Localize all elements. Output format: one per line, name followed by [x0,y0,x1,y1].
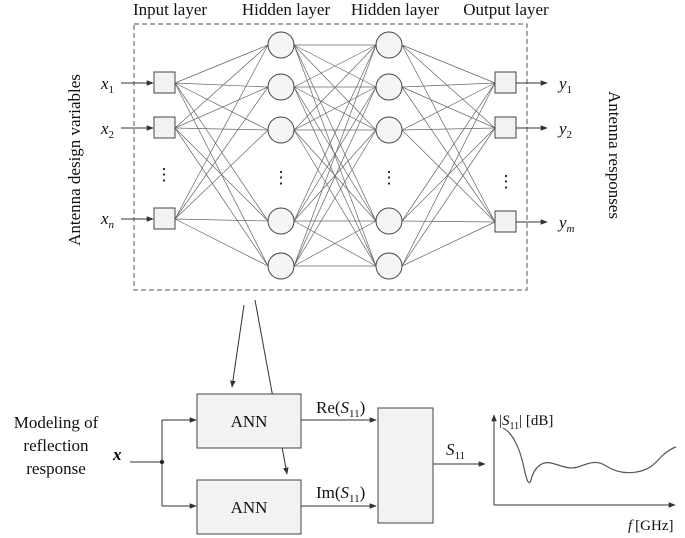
hidden-layer-1: ⋮ [267,31,295,280]
connection-line [401,82,496,131]
im-s11-label: Im(S11) [316,483,365,505]
model-side-label: Modeling of reflection response [14,413,99,478]
connection-line [401,127,496,131]
connection-line [293,44,377,131]
connection-line [293,86,377,267]
output-label-y2: y2 [557,119,572,141]
hidden1-ellipsis: ⋮ [273,168,290,187]
connection-line [401,44,496,84]
connection-line [293,86,377,222]
output-ellipsis: ⋮ [498,172,515,191]
connection-line [401,127,496,267]
connection-line [293,44,377,222]
connection-line [401,82,496,88]
output-arrows [516,80,548,225]
connection-line [174,44,269,84]
input-vector-symbol: x [112,445,122,464]
input-label-x1: x1 [100,74,114,96]
hidden-neuron [375,116,403,144]
connection-line [401,220,496,223]
hidden-neuron [375,252,403,280]
input-node [153,207,176,230]
connection-line [174,44,269,129]
ann-bottom-label: ANN [231,498,268,517]
hidden-neuron [267,252,295,280]
input-label-xn: xn [100,209,115,231]
connection-line [174,82,269,131]
hidden-neuron [267,73,295,101]
input-labels: x1 x2 xn [100,74,115,231]
connection-line [401,129,496,223]
connection-line [293,220,377,267]
connection-line [174,86,269,129]
connection-line [174,82,269,222]
output-label-ym: ym [557,213,575,235]
input-node [153,116,176,139]
input-label-x2: x2 [100,119,114,141]
output-layer: ⋮ [494,71,517,233]
connector-to-top-ann [230,304,245,388]
model-label-line-1: Modeling of [14,413,99,432]
connection-line [174,44,269,220]
hidden-layer-2-title: Hidden layer [351,0,440,19]
s11-output-label: S11 [446,440,465,462]
output-node [494,116,517,139]
hidden-layer-1-title: Hidden layer [242,0,331,19]
output-node [494,210,517,233]
connection-line [401,44,496,223]
input-split-lines [130,417,197,509]
output-labels: y1 y2 ym [557,74,575,235]
connection-line [293,86,377,131]
hidden-neuron [267,116,295,144]
model-label-line-3: response [26,459,85,478]
connection-line [174,129,269,220]
connection-line [401,82,496,222]
connection-line [174,218,269,267]
connection-line [293,129,377,222]
input-layer-title: Input layer [133,0,207,19]
neuron-connections [174,44,496,267]
input-arrows [121,80,154,222]
connection-line [174,86,269,220]
ann-block-bottom [196,479,302,535]
connection-line [174,127,269,131]
network-frame [133,23,528,291]
layer-titles: Input layer Hidden layer Hidden layer Ou… [133,0,549,19]
connection-line [401,82,496,267]
antenna-responses-label: Antenna responses [605,91,624,219]
combiner-block [377,407,434,524]
s11-curve [502,427,677,484]
output-layer-title: Output layer [463,0,549,19]
connection-line [401,86,496,129]
connection-line [401,221,496,267]
hidden-neuron [375,31,403,59]
connection-line [293,44,377,88]
plot-x-label: f[GHz] [628,518,674,534]
connection-line [174,218,269,222]
design-variables-label: Antenna design variables [65,74,84,246]
ann-block-top [196,393,302,449]
input-layer: ⋮ [153,71,176,230]
hidden2-ellipsis: ⋮ [381,168,398,187]
s11-plot: |S11| [dB] f[GHz] [491,413,677,534]
hidden-neuron [375,73,403,101]
ann-top-label: ANN [231,412,268,431]
connection-line [401,86,496,223]
model-label-line-2: reflection [23,436,89,455]
connection-line [174,82,269,88]
hidden-layer-2: ⋮ [375,31,403,280]
connection-line [174,127,269,267]
input-node [153,71,176,94]
connection-line [293,129,377,267]
output-label-y1: y1 [557,74,572,96]
re-s11-label: Re(S11) [316,398,365,420]
input-ellipsis: ⋮ [156,165,173,184]
hidden-neuron [267,31,295,59]
output-node [494,71,517,94]
plot-y-label: |S11| [dB] [499,413,553,432]
hidden-neuron [375,207,403,235]
connection-line [293,44,377,267]
hidden-neuron [267,207,295,235]
